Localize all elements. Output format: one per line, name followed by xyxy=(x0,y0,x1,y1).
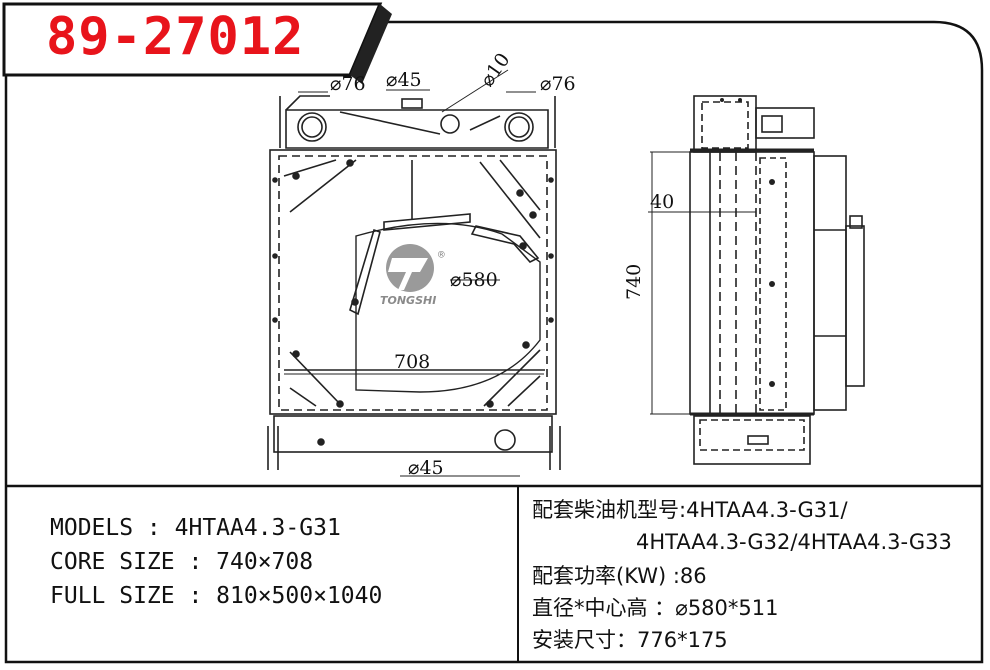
front-view xyxy=(267,95,561,470)
brand-text: TONGSHI xyxy=(380,294,436,307)
spec-full-size: FULL SIZE : 810×500×1040 xyxy=(50,583,383,609)
registered-mark: ® xyxy=(438,248,445,261)
side-view-bolts xyxy=(720,98,775,387)
dim-core-width: 708 xyxy=(394,351,430,373)
front-dimension-lines xyxy=(284,69,544,477)
part-number-title: 89-27012 xyxy=(46,7,305,67)
spec-core-size: CORE SIZE : 740×708 xyxy=(50,549,314,575)
dim-bottom-diameter: ⌀45 xyxy=(408,457,444,479)
dim-side-depth: 40 xyxy=(650,191,674,213)
spec-power: 配套功率(KW) :86 xyxy=(532,564,707,588)
spec-engine-models-line1: 配套柴油机型号:4HTAA4.3-G31/ xyxy=(532,498,848,522)
side-dimension-lines xyxy=(648,151,756,415)
spec-install-size: 安装尺寸：776*175 xyxy=(532,628,728,652)
tongshi-logo: ® TONGSHI xyxy=(380,244,445,307)
spec-models: MODELS : 4HTAA4.3-G31 xyxy=(50,515,341,541)
title-banner-shadow xyxy=(350,4,392,84)
dim-inlet-diameter: ⌀76 xyxy=(330,73,366,95)
side-view xyxy=(689,95,865,465)
dim-fan-diameter: ⌀580 xyxy=(450,269,498,291)
spec-engine-models-line2: 4HTAA4.3-G32/4HTAA4.3-G33 xyxy=(636,530,952,554)
dim-side-height: 740 xyxy=(623,264,645,300)
outer-frame xyxy=(4,20,984,664)
dim-outlet-diameter: ⌀76 xyxy=(540,73,576,95)
dim-vent-diameter: ⌀10 xyxy=(476,49,514,91)
spec-diameter-center-height: 直径*中心高 ：⌀580*511 xyxy=(532,596,779,620)
dim-cap-diameter: ⌀45 xyxy=(386,69,422,91)
